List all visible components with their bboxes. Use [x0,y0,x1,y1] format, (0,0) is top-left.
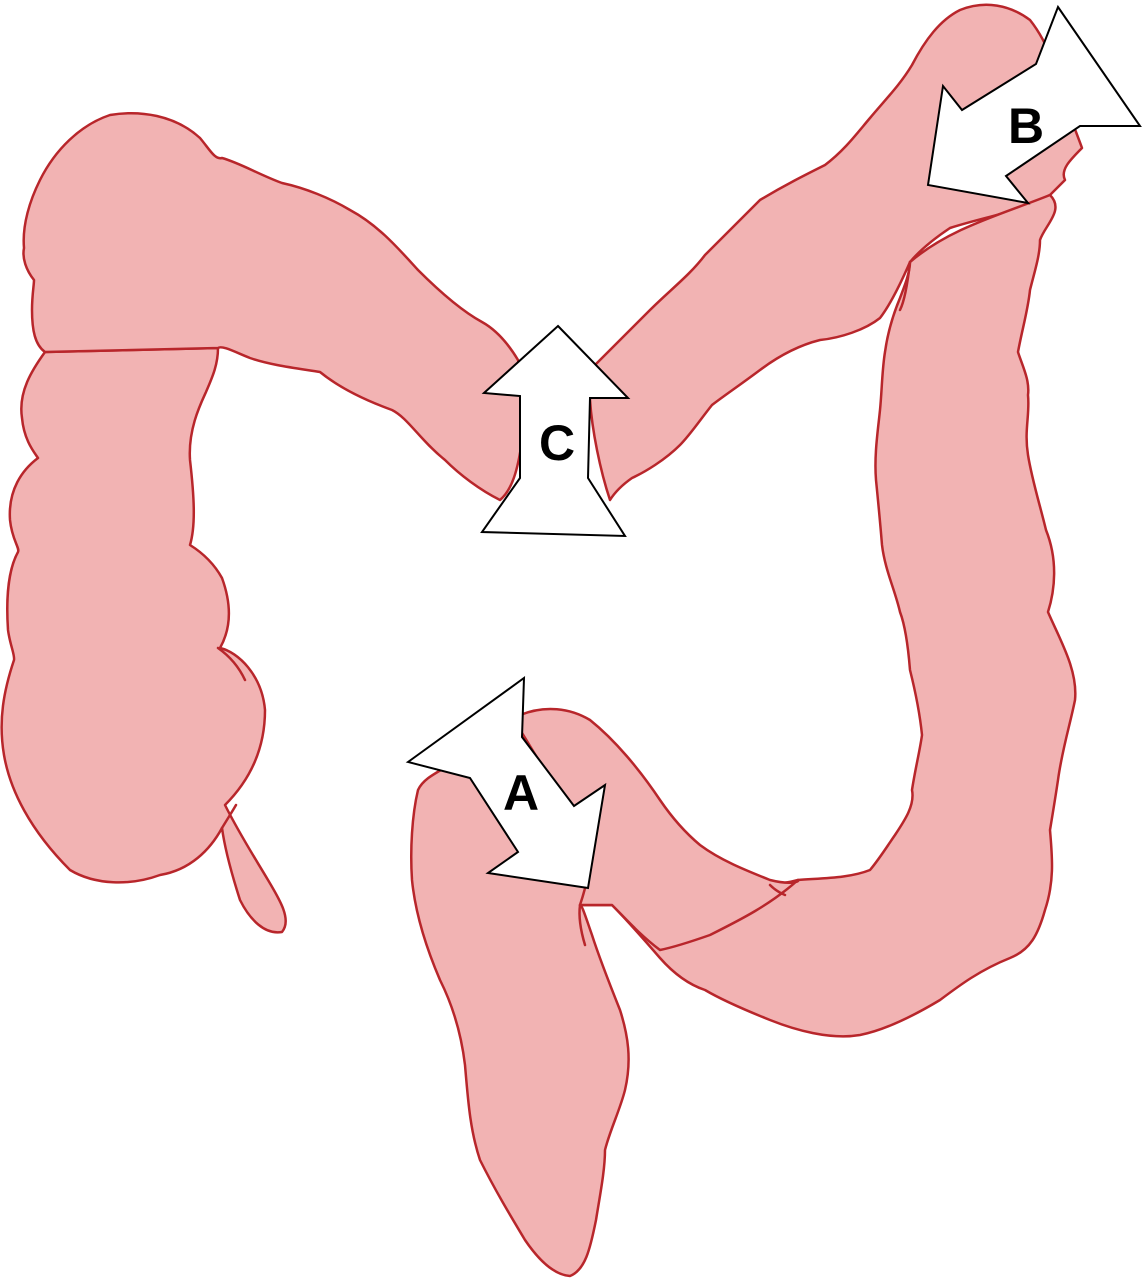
arrow-c-shape [480,324,631,538]
cecum-notch [216,646,247,682]
appendix-junction [220,803,238,830]
descending-haustra-1 [768,883,787,897]
arrow-b-shape [926,4,1142,205]
arrow-c-label: C [539,415,575,471]
arrow-c: C [480,324,631,538]
arrow-a: A [405,675,607,890]
arrow-b-label: B [1008,98,1044,154]
sigmoid-seam [578,903,587,947]
splenic-seam [898,260,912,312]
arrow-a-label: A [503,765,539,821]
arrow-b: B [926,4,1142,205]
ascending-colon [0,346,287,934]
arrow-a-shape [405,675,607,890]
descending-colon [578,193,1077,1038]
